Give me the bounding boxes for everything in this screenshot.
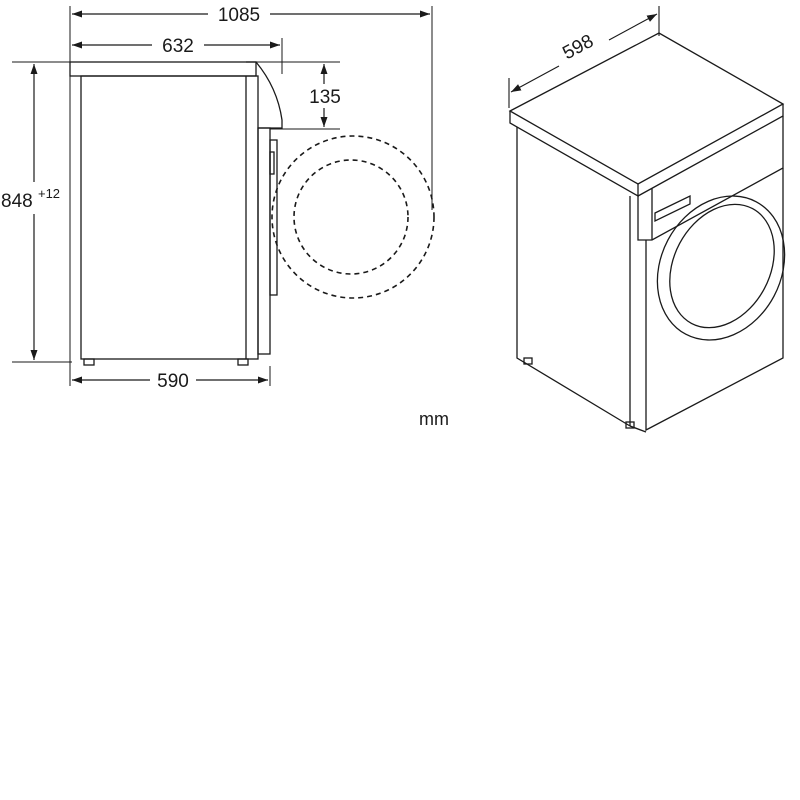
machine-iso-body xyxy=(508,32,785,433)
overall-depth-label: 1085 xyxy=(218,5,260,26)
machine-side-body xyxy=(69,61,283,366)
door-protrusion-label: 135 xyxy=(309,87,341,108)
depth-with-door-label: 632 xyxy=(162,36,194,57)
height-tolerance: +12 xyxy=(38,186,60,201)
side-view: 1085 632 135 848 +12 590 xyxy=(1,5,435,392)
iso-width-dimension xyxy=(508,6,660,108)
door-swing-circles xyxy=(271,135,435,299)
iso-door xyxy=(656,195,786,341)
iso-view: 598 xyxy=(508,6,786,433)
iso-width-label: 598 xyxy=(559,31,597,64)
height-value: 848 xyxy=(1,191,33,212)
dimension-lines xyxy=(30,10,430,384)
extension-lines xyxy=(12,6,433,386)
body-depth-label: 590 xyxy=(157,371,189,392)
unit-label: mm xyxy=(419,409,449,429)
height-label: 848 +12 xyxy=(1,186,60,212)
